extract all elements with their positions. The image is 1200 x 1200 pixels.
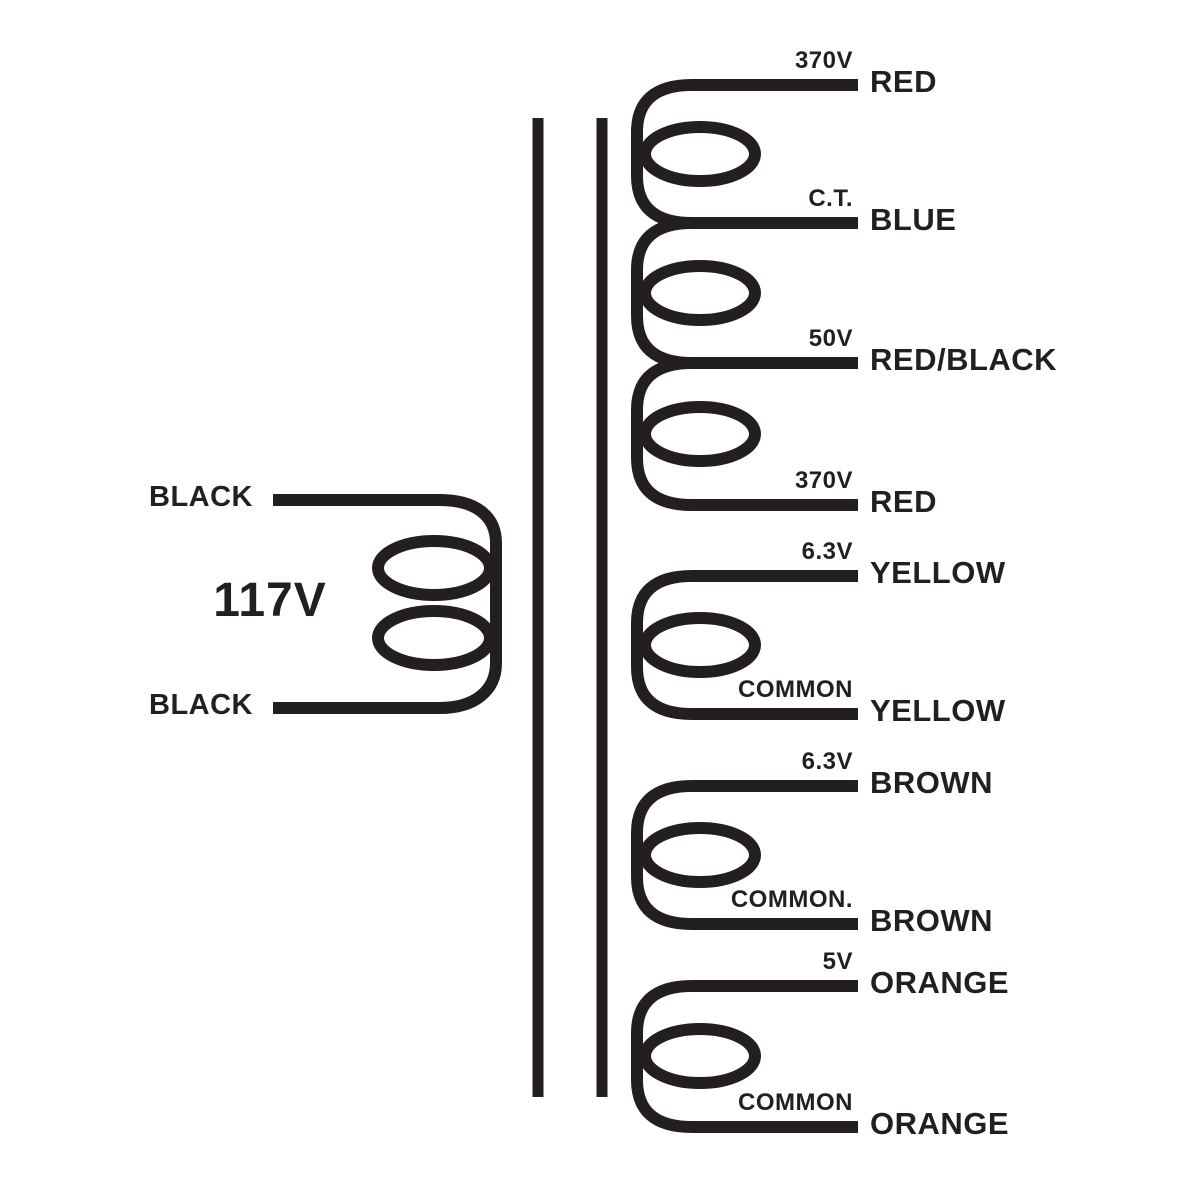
wire-color-label: RED/BLACK xyxy=(870,342,1058,377)
tap-voltage-label: 370V xyxy=(794,467,853,494)
coil-section-wire xyxy=(631,217,858,369)
coil-loop xyxy=(639,1023,761,1089)
coil-loop xyxy=(639,121,761,187)
wire-color-label: BROWN xyxy=(870,765,994,800)
tap-voltage-label: 5V xyxy=(822,948,853,975)
tap-voltage-label: COMMON xyxy=(738,1089,853,1116)
secondary-winding-yellow xyxy=(631,570,858,720)
secondary-winding-hv xyxy=(631,79,858,511)
coil-section-wire xyxy=(631,570,858,720)
primary-coil-wire xyxy=(273,494,502,714)
primary-winding xyxy=(273,494,502,714)
secondary-winding-brown xyxy=(631,780,858,930)
primary-voltage-label: 117V xyxy=(213,574,327,627)
tap-voltage-label: 370V xyxy=(794,47,853,74)
wire-color-label: RED xyxy=(870,64,937,99)
coil-loop xyxy=(639,260,761,326)
coil-section-wire xyxy=(631,780,858,930)
transformer-core xyxy=(532,118,608,1097)
wire-color-label: ORANGE xyxy=(870,965,1010,1000)
wire-color-label: YELLOW xyxy=(870,693,1006,728)
tap-voltage-label: COMMON. xyxy=(730,886,853,913)
tap-voltage-label: C.T. xyxy=(808,185,853,212)
wire-color-label: YELLOW xyxy=(870,555,1006,590)
coil-section-wire xyxy=(631,980,858,1133)
primary-coil-loop xyxy=(372,605,496,671)
wire-color-label: BROWN xyxy=(870,903,994,938)
coil-section-wire xyxy=(631,79,858,229)
coil-loop xyxy=(639,822,761,888)
secondary-winding-orange xyxy=(631,980,858,1133)
coil-section-wire xyxy=(631,357,858,511)
coil-loop xyxy=(639,401,761,467)
tap-voltage-label: 50V xyxy=(808,325,853,352)
primary-coil-loop xyxy=(372,535,496,601)
tap-voltage-label: 6.3V xyxy=(801,538,853,565)
primary-lead-label-top: BLACK xyxy=(149,481,253,513)
wire-color-label: BLUE xyxy=(870,202,957,237)
coil-loop xyxy=(639,612,761,678)
tap-voltage-label: 6.3V xyxy=(801,748,853,775)
wire-color-label: RED xyxy=(870,484,937,519)
primary-lead-label-bottom: BLACK xyxy=(149,689,253,721)
wire-color-label: ORANGE xyxy=(870,1106,1010,1141)
tap-voltage-label: COMMON xyxy=(738,676,853,703)
